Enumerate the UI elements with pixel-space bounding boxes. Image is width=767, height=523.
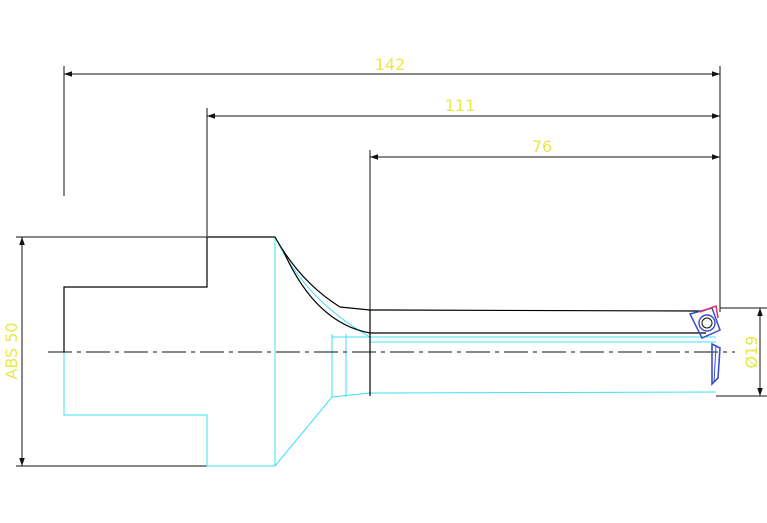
- lower-insert: [711, 342, 721, 386]
- bar-flute-outline: [282, 249, 706, 334]
- dimension-text-76: 76: [532, 137, 552, 156]
- dimension-text-abs50: ABS 50: [2, 322, 21, 379]
- dimension-lines: [19, 71, 763, 466]
- bar-top-outline: [274, 236, 701, 312]
- tool-profile: [63, 236, 717, 467]
- lower-insert-edge: [713, 345, 717, 383]
- shank-cavity-profile: [63, 237, 276, 467]
- dimension-text-d19: Ø19: [742, 336, 761, 369]
- dimension-text-142: 142: [375, 55, 406, 74]
- dimension-text-111: 111: [445, 96, 476, 115]
- flute-curve: [274, 236, 371, 338]
- tool-outline: [63, 236, 706, 396]
- insert-screw-outer: [698, 314, 716, 332]
- cutting-insert: [688, 304, 721, 386]
- extension-lines: [16, 66, 767, 467]
- taper-profile: [274, 391, 717, 467]
- shank-outline: [63, 236, 275, 352]
- insert-accent: [699, 304, 719, 319]
- insert-screw-inner: [701, 317, 713, 329]
